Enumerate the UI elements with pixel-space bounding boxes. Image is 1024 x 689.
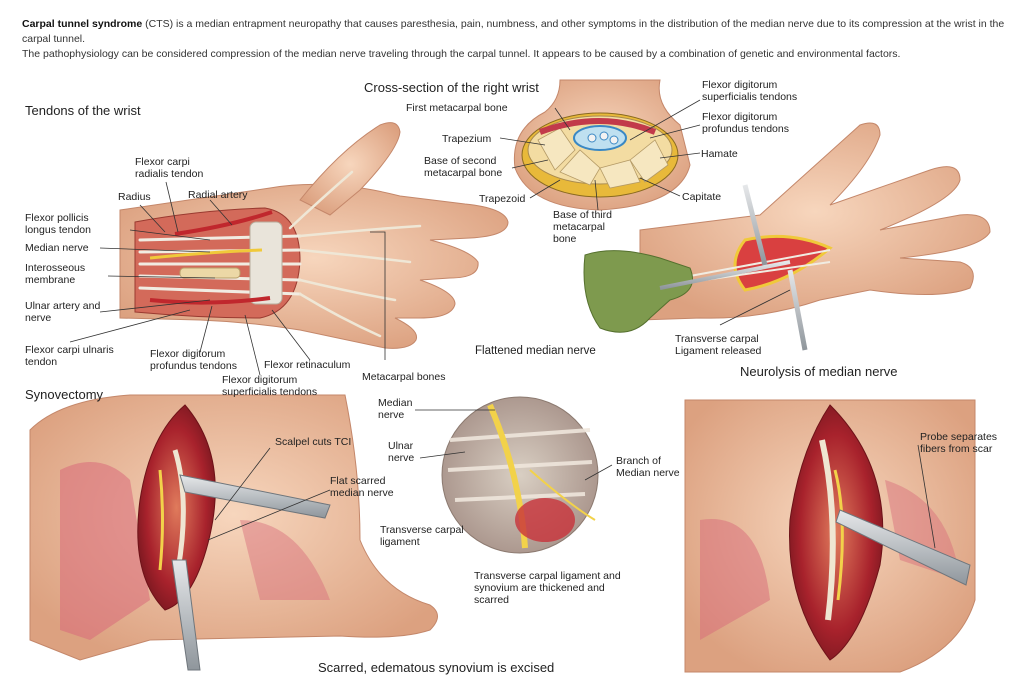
label-tcl-synovium-thickened: Transverse carpal ligament and synovium … <box>474 570 621 606</box>
leader-lines <box>69 99 936 549</box>
synovectomy-drawing <box>29 394 438 671</box>
label-base-second-metacarpal: Base of second metacarpal bone <box>424 155 503 179</box>
label-flexor-pollicis-longus: Flexor pollicis longus tendon <box>25 212 91 236</box>
label-radius: Radius <box>118 191 151 203</box>
title-synovium-excised: Scarred, edematous synovium is excised <box>318 660 555 675</box>
label-base-third-metacarpal: Base of third metacarpal bone <box>553 209 612 245</box>
label-flexor-digitorum-profundus: Flexor digitorum profundus tendons <box>150 348 237 372</box>
intro-term: Carpal tunnel syndrome <box>22 18 143 30</box>
label-trapezoid: Trapezoid <box>479 193 526 205</box>
label-flexor-retinaculum: Flexor retinaculum <box>264 359 351 371</box>
title-cross-section: Cross-section of the right wrist <box>364 80 539 95</box>
label-hamate: Hamate <box>701 148 738 160</box>
flattened-nerve-drawing <box>583 122 991 351</box>
neurolysis-drawing <box>684 399 976 673</box>
label-tcl-released: Transverse carpal Ligament released <box>675 333 762 357</box>
title-tendons: Tendons of the wrist <box>25 103 141 118</box>
label-interosseous-membrane: Interosseous membrane <box>25 262 86 286</box>
label-capitate: Capitate <box>682 191 722 203</box>
label-radial-artery: Radial artery <box>188 189 248 201</box>
label-median-nerve: Median nerve <box>25 242 89 254</box>
label-ulnar-artery-nerve: Ulnar artery and nerve <box>25 300 101 324</box>
label-metacarpal-bones: Metacarpal bones <box>362 371 446 383</box>
label-fdp-tendons: Flexor digitorum profundus tendons <box>702 111 789 135</box>
label-trapezium: Trapezium <box>442 133 492 145</box>
cross-section-drawing <box>513 79 691 211</box>
label-flexor-digitorum-superficialis: Flexor digitorum superficialis tendons <box>222 374 318 398</box>
intro-line2: The pathophysiology can be considered co… <box>22 48 901 60</box>
label-scalpel-cuts: Scalpel cuts TCI <box>275 436 352 448</box>
label-flat-scarred-nerve: Flat scarred median nerve <box>330 475 394 499</box>
title-flattened-nerve: Flattened median nerve <box>475 345 596 357</box>
wrist-tendons-drawing <box>119 122 509 349</box>
label-probe-separates: Probe separates fibers from scar <box>920 431 998 455</box>
label-flexor-carpi-ulnaris: Flexor carpi ulnaris tendon <box>25 344 114 368</box>
label-flexor-carpi-radialis: Flexor carpi radialis tendon <box>135 156 204 180</box>
label-fds-tendons: Flexor digitorum superficialis tendons <box>702 79 798 103</box>
intro-text: (CTS) is a median entrapment neuropathy … <box>22 18 1005 45</box>
label-branch-median-nerve: Branch of Median nerve <box>616 455 680 479</box>
label-first-metacarpal: First metacarpal bone <box>406 102 508 114</box>
label-median-nerve-inset: Median nerve <box>378 397 413 421</box>
intro-paragraph: Carpal tunnel syndrome (CTS) is a median… <box>22 17 1012 62</box>
label-transverse-carpal-ligament: Transverse carpal ligament <box>380 524 464 548</box>
title-neurolysis: Neurolysis of median nerve <box>740 364 898 379</box>
title-synovectomy: Synovectomy <box>25 387 104 402</box>
carpal-ligament-inset <box>441 396 599 554</box>
label-ulnar-nerve: Ulnar nerve <box>388 440 415 464</box>
